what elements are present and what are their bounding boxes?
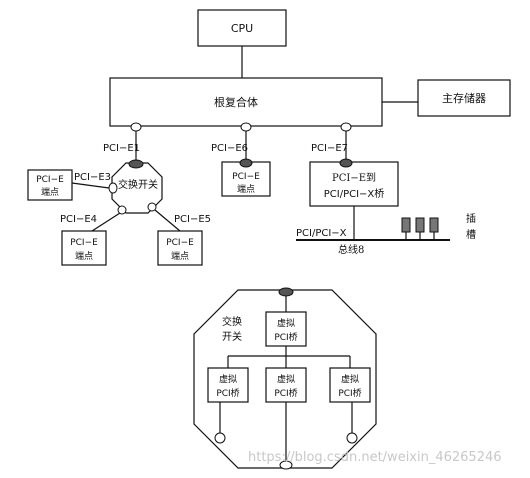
detail-switch-label-1: 交换 <box>222 315 242 328</box>
endpoint-e6-box <box>221 161 271 197</box>
switch-port-e5 <box>147 202 157 212</box>
link-e3-label: PCI−E3 <box>74 172 111 183</box>
link-e7-label: PCI−E7 <box>311 143 348 154</box>
cpu-box <box>197 9 287 47</box>
vbridge-left-box <box>207 367 249 403</box>
link-e5-line <box>154 209 181 232</box>
vbridge-mid-line1: 虚拟 <box>277 373 295 385</box>
link-e3-line <box>71 182 110 189</box>
bus-number: 总线8 <box>338 243 364 256</box>
bridge-box <box>309 161 399 207</box>
vbridge-right-box <box>329 367 371 403</box>
link-e4-line <box>91 212 121 232</box>
vbridge-top-line2: PCI桥 <box>274 331 297 343</box>
bridge-line1: PCI−E到 <box>332 172 376 184</box>
detail-mid-port <box>279 460 293 470</box>
link-e1-label: PCI−E1 <box>103 143 140 154</box>
vbridge-top-box <box>265 311 307 347</box>
endpoint-e4-box <box>61 230 107 266</box>
endpoint-e4-line2: 端点 <box>75 250 93 262</box>
switch-port-e3 <box>108 182 118 194</box>
link-e6-label: PCI−E6 <box>211 143 248 154</box>
expansion-slots <box>401 217 439 240</box>
endpoint-e3-line2: 端点 <box>41 186 59 198</box>
root-complex-box <box>109 77 383 127</box>
bus-label: PCI/PCI−X <box>296 228 347 239</box>
cpu-label: CPU <box>231 22 253 35</box>
root-port-e6 <box>240 122 252 132</box>
vbridge-top-line1: 虚拟 <box>277 317 295 329</box>
watermark: https://blog.csdn.net/weixin_46265246 <box>248 450 502 465</box>
main-memory-box <box>417 79 511 117</box>
endpoint-e6-port <box>239 158 253 168</box>
bridge-line2: PCI/PCI−X桥 <box>324 188 385 200</box>
vbridge-right-line2: PCI桥 <box>338 387 361 399</box>
vbridge-left-line1: 虚拟 <box>219 373 237 385</box>
endpoint-e5-line2: 端点 <box>171 250 189 262</box>
vbridge-left-line2: PCI桥 <box>216 387 239 399</box>
endpoint-e3-box <box>27 169 73 201</box>
endpoint-e5-box <box>157 230 203 266</box>
main-memory-label: 主存储器 <box>442 91 486 105</box>
link-e4-label: PCI−E4 <box>60 214 97 225</box>
endpoint-e6-line1: PCI−E <box>232 172 260 182</box>
endpoint-e6-line2: 端点 <box>237 183 255 195</box>
detail-right-port <box>346 432 358 444</box>
switch-port-e4 <box>117 205 127 215</box>
vbridge-right-line1: 虚拟 <box>341 373 359 385</box>
root-complex-label: 根复合体 <box>214 95 258 109</box>
endpoint-e5-line1: PCI−E <box>166 238 194 248</box>
switch-upstream-port <box>128 159 144 169</box>
link-e5-label: PCI−E5 <box>174 214 211 225</box>
detail-left-port <box>214 432 226 444</box>
root-port-e7 <box>340 122 352 132</box>
vbridge-mid-box <box>265 367 307 403</box>
slot-char-1: 插 <box>466 212 476 225</box>
switch-label: 交换开关 <box>118 178 158 191</box>
endpoint-e3-line1: PCI−E <box>36 175 64 185</box>
vbridge-mid-line2: PCI桥 <box>274 387 297 399</box>
detail-switch-label-2: 开关 <box>222 330 242 343</box>
bridge-port <box>339 158 353 168</box>
root-port-e1 <box>130 122 142 132</box>
slot-char-2: 槽 <box>466 228 476 241</box>
detail-upstream-port <box>278 287 294 297</box>
endpoint-e4-line1: PCI−E <box>70 238 98 248</box>
